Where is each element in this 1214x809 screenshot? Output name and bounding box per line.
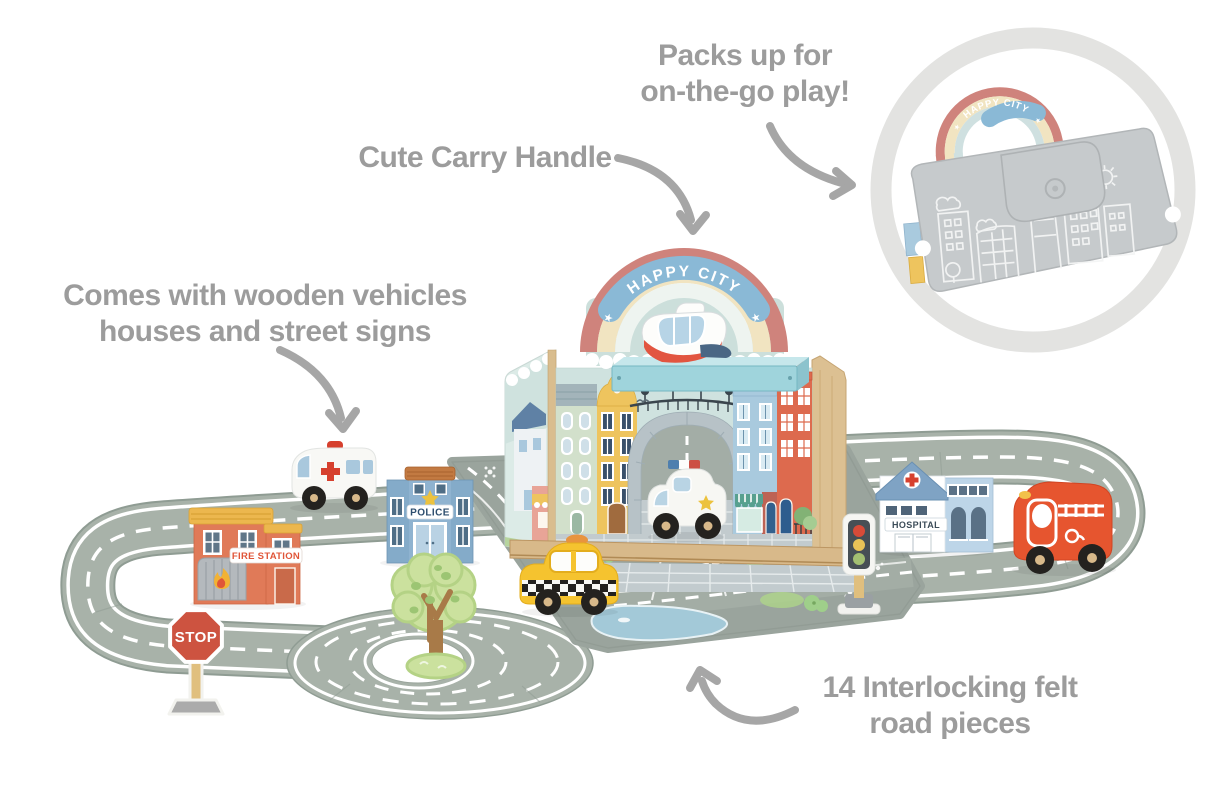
fire-station-sign: FIRE STATION xyxy=(229,547,303,564)
green-light-icon xyxy=(853,553,865,565)
callout-contents: Comes with wooden vehicles houses and st… xyxy=(55,278,475,350)
star-badge-icon xyxy=(698,495,714,511)
hose-spiral-icon xyxy=(1064,528,1086,544)
stop-sign-text: STOP xyxy=(175,629,218,646)
taxi xyxy=(519,534,619,617)
facade-red-house xyxy=(776,357,817,535)
callout-packs-up-line1: Packs up for xyxy=(657,39,833,72)
callout-arrows xyxy=(276,122,856,725)
svg-text:HOSPITAL: HOSPITAL xyxy=(892,520,940,530)
facade-green-house xyxy=(556,384,597,534)
arrow-to-roads xyxy=(686,666,799,725)
arch-playhouse: HAPPY CITY ★ ★ xyxy=(504,248,847,567)
callout-packs-up: Packs up for on-the-go play! xyxy=(545,38,945,110)
callout-packs-up-line2: on-the-go play! xyxy=(640,75,850,108)
cloud-icon xyxy=(935,196,962,212)
red-cross-icon xyxy=(321,462,340,481)
garage-door-icon xyxy=(197,557,247,601)
yellow-light-icon xyxy=(853,539,865,551)
star-icon: ★ xyxy=(952,122,962,132)
arrow-to-inset xyxy=(766,122,856,200)
star-icon: ★ xyxy=(1033,116,1043,126)
callout-road-pieces-line2: road pieces xyxy=(869,707,1031,740)
callout-carry-handle-label: Cute Carry Handle xyxy=(358,141,612,174)
rainbow-arch: HAPPY CITY ★ ★ xyxy=(580,248,788,352)
felt-road-right-loop xyxy=(810,429,1146,607)
hospital: HOSPITAL xyxy=(875,461,994,557)
stop-sign: STOP xyxy=(167,608,225,716)
police-lightbar-icon xyxy=(668,460,700,469)
awning-icon xyxy=(735,494,763,508)
toy-plane xyxy=(641,302,732,363)
red-light-icon xyxy=(853,525,865,537)
ladder-icon xyxy=(1058,504,1104,517)
blue-beam xyxy=(611,357,809,392)
tree xyxy=(390,552,477,680)
carry-case-inset: HAPPY CITY ★ ★ xyxy=(870,27,1196,353)
facade-blue-house xyxy=(732,369,778,535)
star-badge-icon xyxy=(421,490,439,507)
police-car xyxy=(647,460,727,542)
cloud-icon xyxy=(975,218,998,233)
arrow-to-handle xyxy=(614,154,710,235)
police-station: POLICE xyxy=(380,466,480,568)
bird-icon xyxy=(636,399,650,404)
traffic-light xyxy=(837,513,881,615)
side-wall-right xyxy=(811,355,847,563)
callout-road-pieces-line1: 14 Interlocking felt xyxy=(822,671,1078,704)
side-wall-left xyxy=(504,349,557,555)
callout-road-pieces: 14 Interlocking felt road pieces xyxy=(770,670,1130,742)
red-cross-icon xyxy=(905,473,919,487)
police-sign: POLICE xyxy=(406,504,454,520)
callout-carry-handle: Cute Carry Handle xyxy=(320,140,650,176)
arrow-to-pieces xyxy=(276,346,360,433)
ambulance xyxy=(290,441,378,513)
svg-text:POLICE: POLICE xyxy=(410,508,450,519)
hospital-sign: HOSPITAL xyxy=(884,517,948,532)
svg-text:FIRE STATION: FIRE STATION xyxy=(232,551,300,562)
callout-contents-line2: houses and street signs xyxy=(99,315,431,348)
fire-station: FIRE STATION xyxy=(188,507,306,610)
fire-truck xyxy=(1012,481,1116,576)
callout-contents-line1: Comes with wooden vehicles xyxy=(63,279,467,312)
happy-city-banner xyxy=(598,255,770,322)
